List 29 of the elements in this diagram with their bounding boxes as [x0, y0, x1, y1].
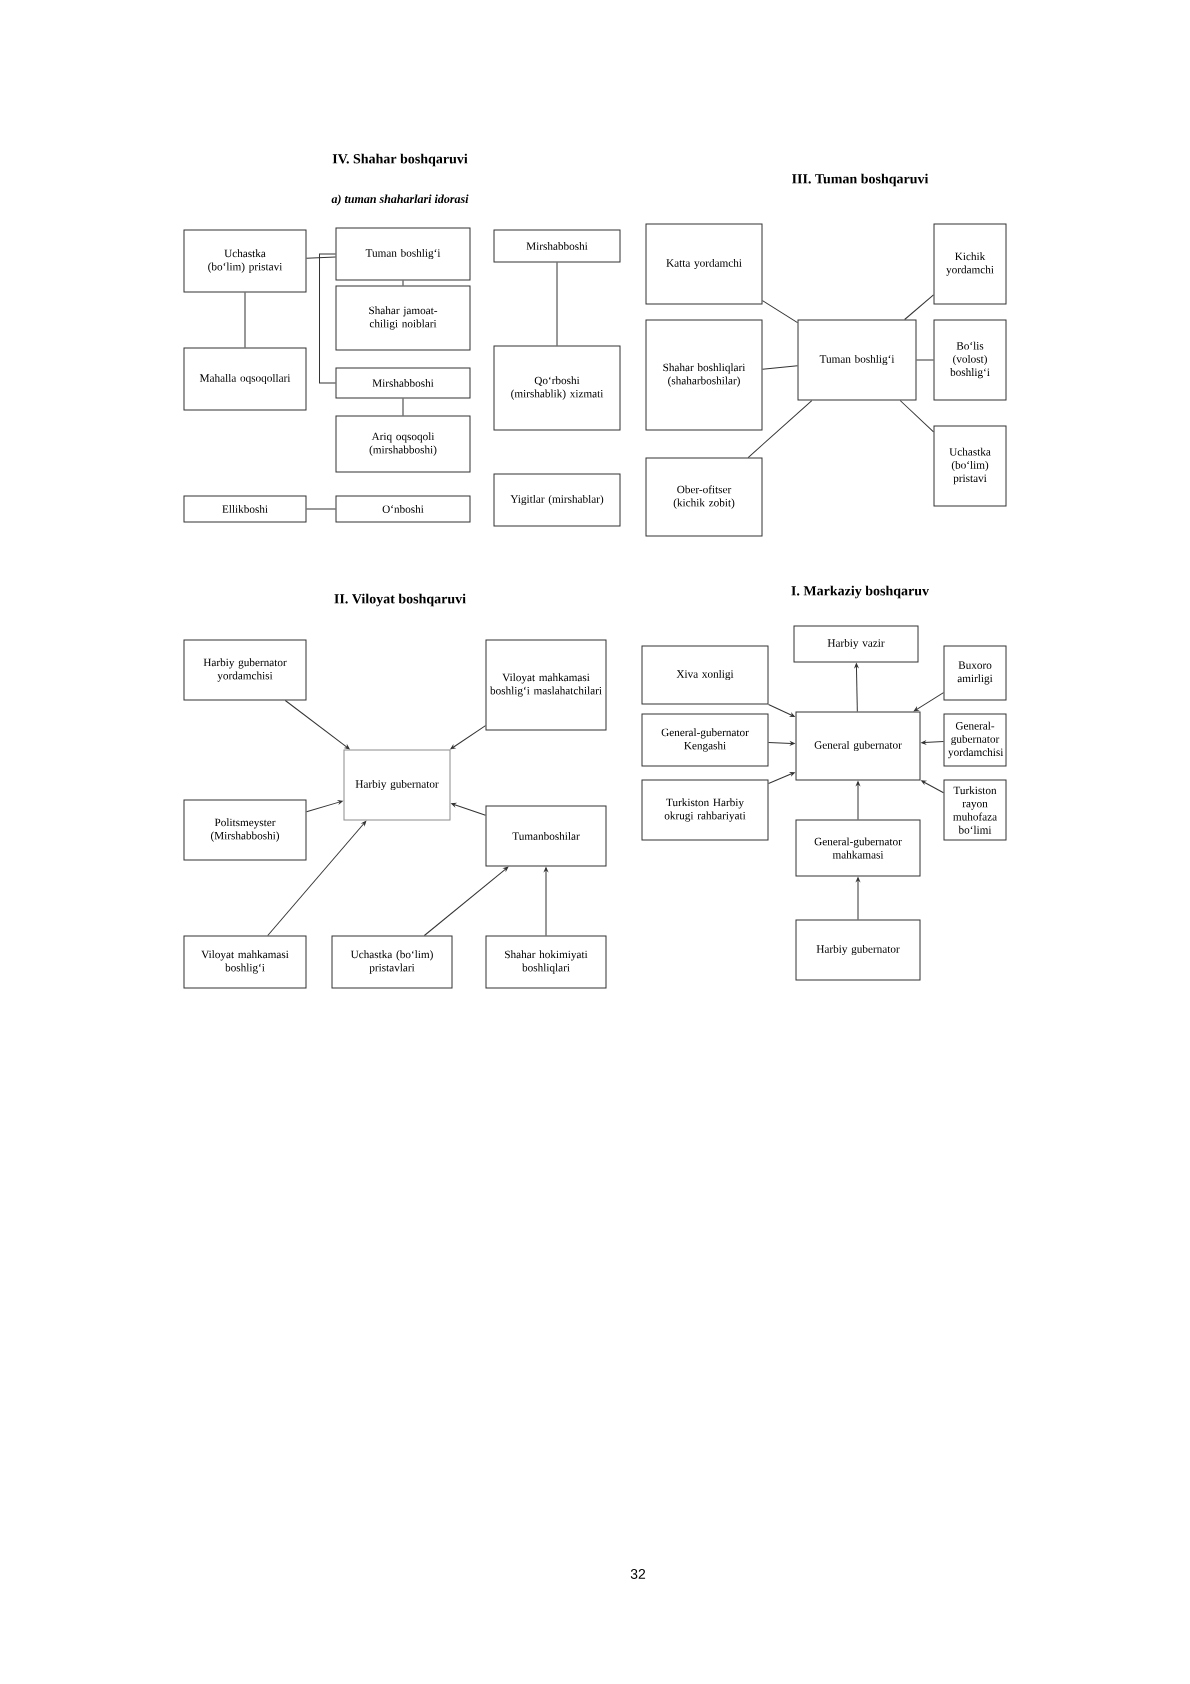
- connector: [244, 292, 246, 348]
- connector: [450, 725, 486, 750]
- connector: [402, 280, 404, 286]
- connector: [768, 772, 795, 784]
- connector: [768, 741, 795, 746]
- connector: [768, 704, 795, 717]
- connector: [856, 781, 860, 820]
- connector: [306, 800, 343, 813]
- connector: [762, 300, 798, 324]
- connector: [267, 821, 367, 936]
- connector: [556, 262, 558, 346]
- connector: [854, 663, 859, 712]
- connector: [762, 365, 798, 370]
- connector: [544, 867, 548, 936]
- connector: [423, 866, 509, 936]
- connector: [899, 400, 934, 433]
- connector: [451, 803, 486, 816]
- connector: [921, 780, 944, 794]
- connector: [921, 740, 944, 745]
- connector: [402, 398, 404, 416]
- connector: [319, 253, 336, 384]
- connector: [916, 359, 934, 361]
- connector: [904, 294, 934, 320]
- connector: [306, 508, 336, 510]
- connector: [856, 877, 860, 920]
- connector: [913, 692, 944, 712]
- connector: [284, 700, 350, 750]
- connector: [747, 400, 813, 458]
- connector: [306, 256, 336, 259]
